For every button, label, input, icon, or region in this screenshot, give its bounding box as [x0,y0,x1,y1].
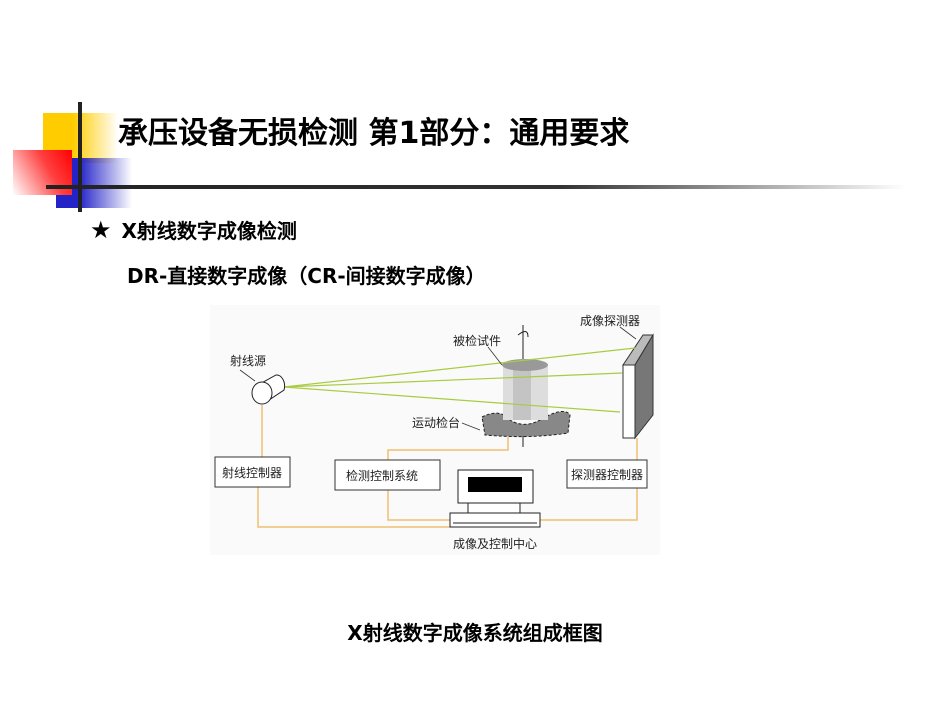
label-detector: 成像探测器 [580,314,640,328]
label-source: 射线源 [230,353,266,368]
label-detector-controller: 探测器控制器 [571,468,643,482]
box-detector-controller: 探测器控制器 [566,459,648,489]
label-stage: 运动检台 [412,415,460,430]
wires [257,405,638,528]
label-specimen: 被检试件 [453,333,501,348]
title-underline [46,185,906,189]
diagram-caption: X射线数字成像系统组成框图 [347,621,603,645]
x-rays [283,347,636,413]
xray-system-diagram: 射线控制器 检测控制系统 探测器控制器 射线源 被检试件 成像探测器 运动检台 … [210,305,660,555]
box-ray-controller: 射线控制器 [214,456,291,488]
xray-source [251,374,286,405]
box-inspection-control: 检测控制系统 [334,459,441,491]
detector [622,333,654,440]
star-icon: ★ [90,216,112,244]
label-inspection-control: 检测控制系统 [346,468,418,483]
specimen [502,325,548,420]
subtitle-text: DR-直接数字成像（CR-间接数字成像） [127,264,486,288]
bullet-item: ★ X射线数字成像检测 [90,215,297,244]
bullet-text: X射线数字成像检测 [121,219,297,243]
slide-title: 承压设备无损检测 第1部分：通用要求 [118,116,630,151]
label-ray-controller: 射线控制器 [222,465,282,480]
label-center: 成像及控制中心 [453,536,537,551]
computer [449,469,541,528]
decor-vertical-line [78,102,82,212]
